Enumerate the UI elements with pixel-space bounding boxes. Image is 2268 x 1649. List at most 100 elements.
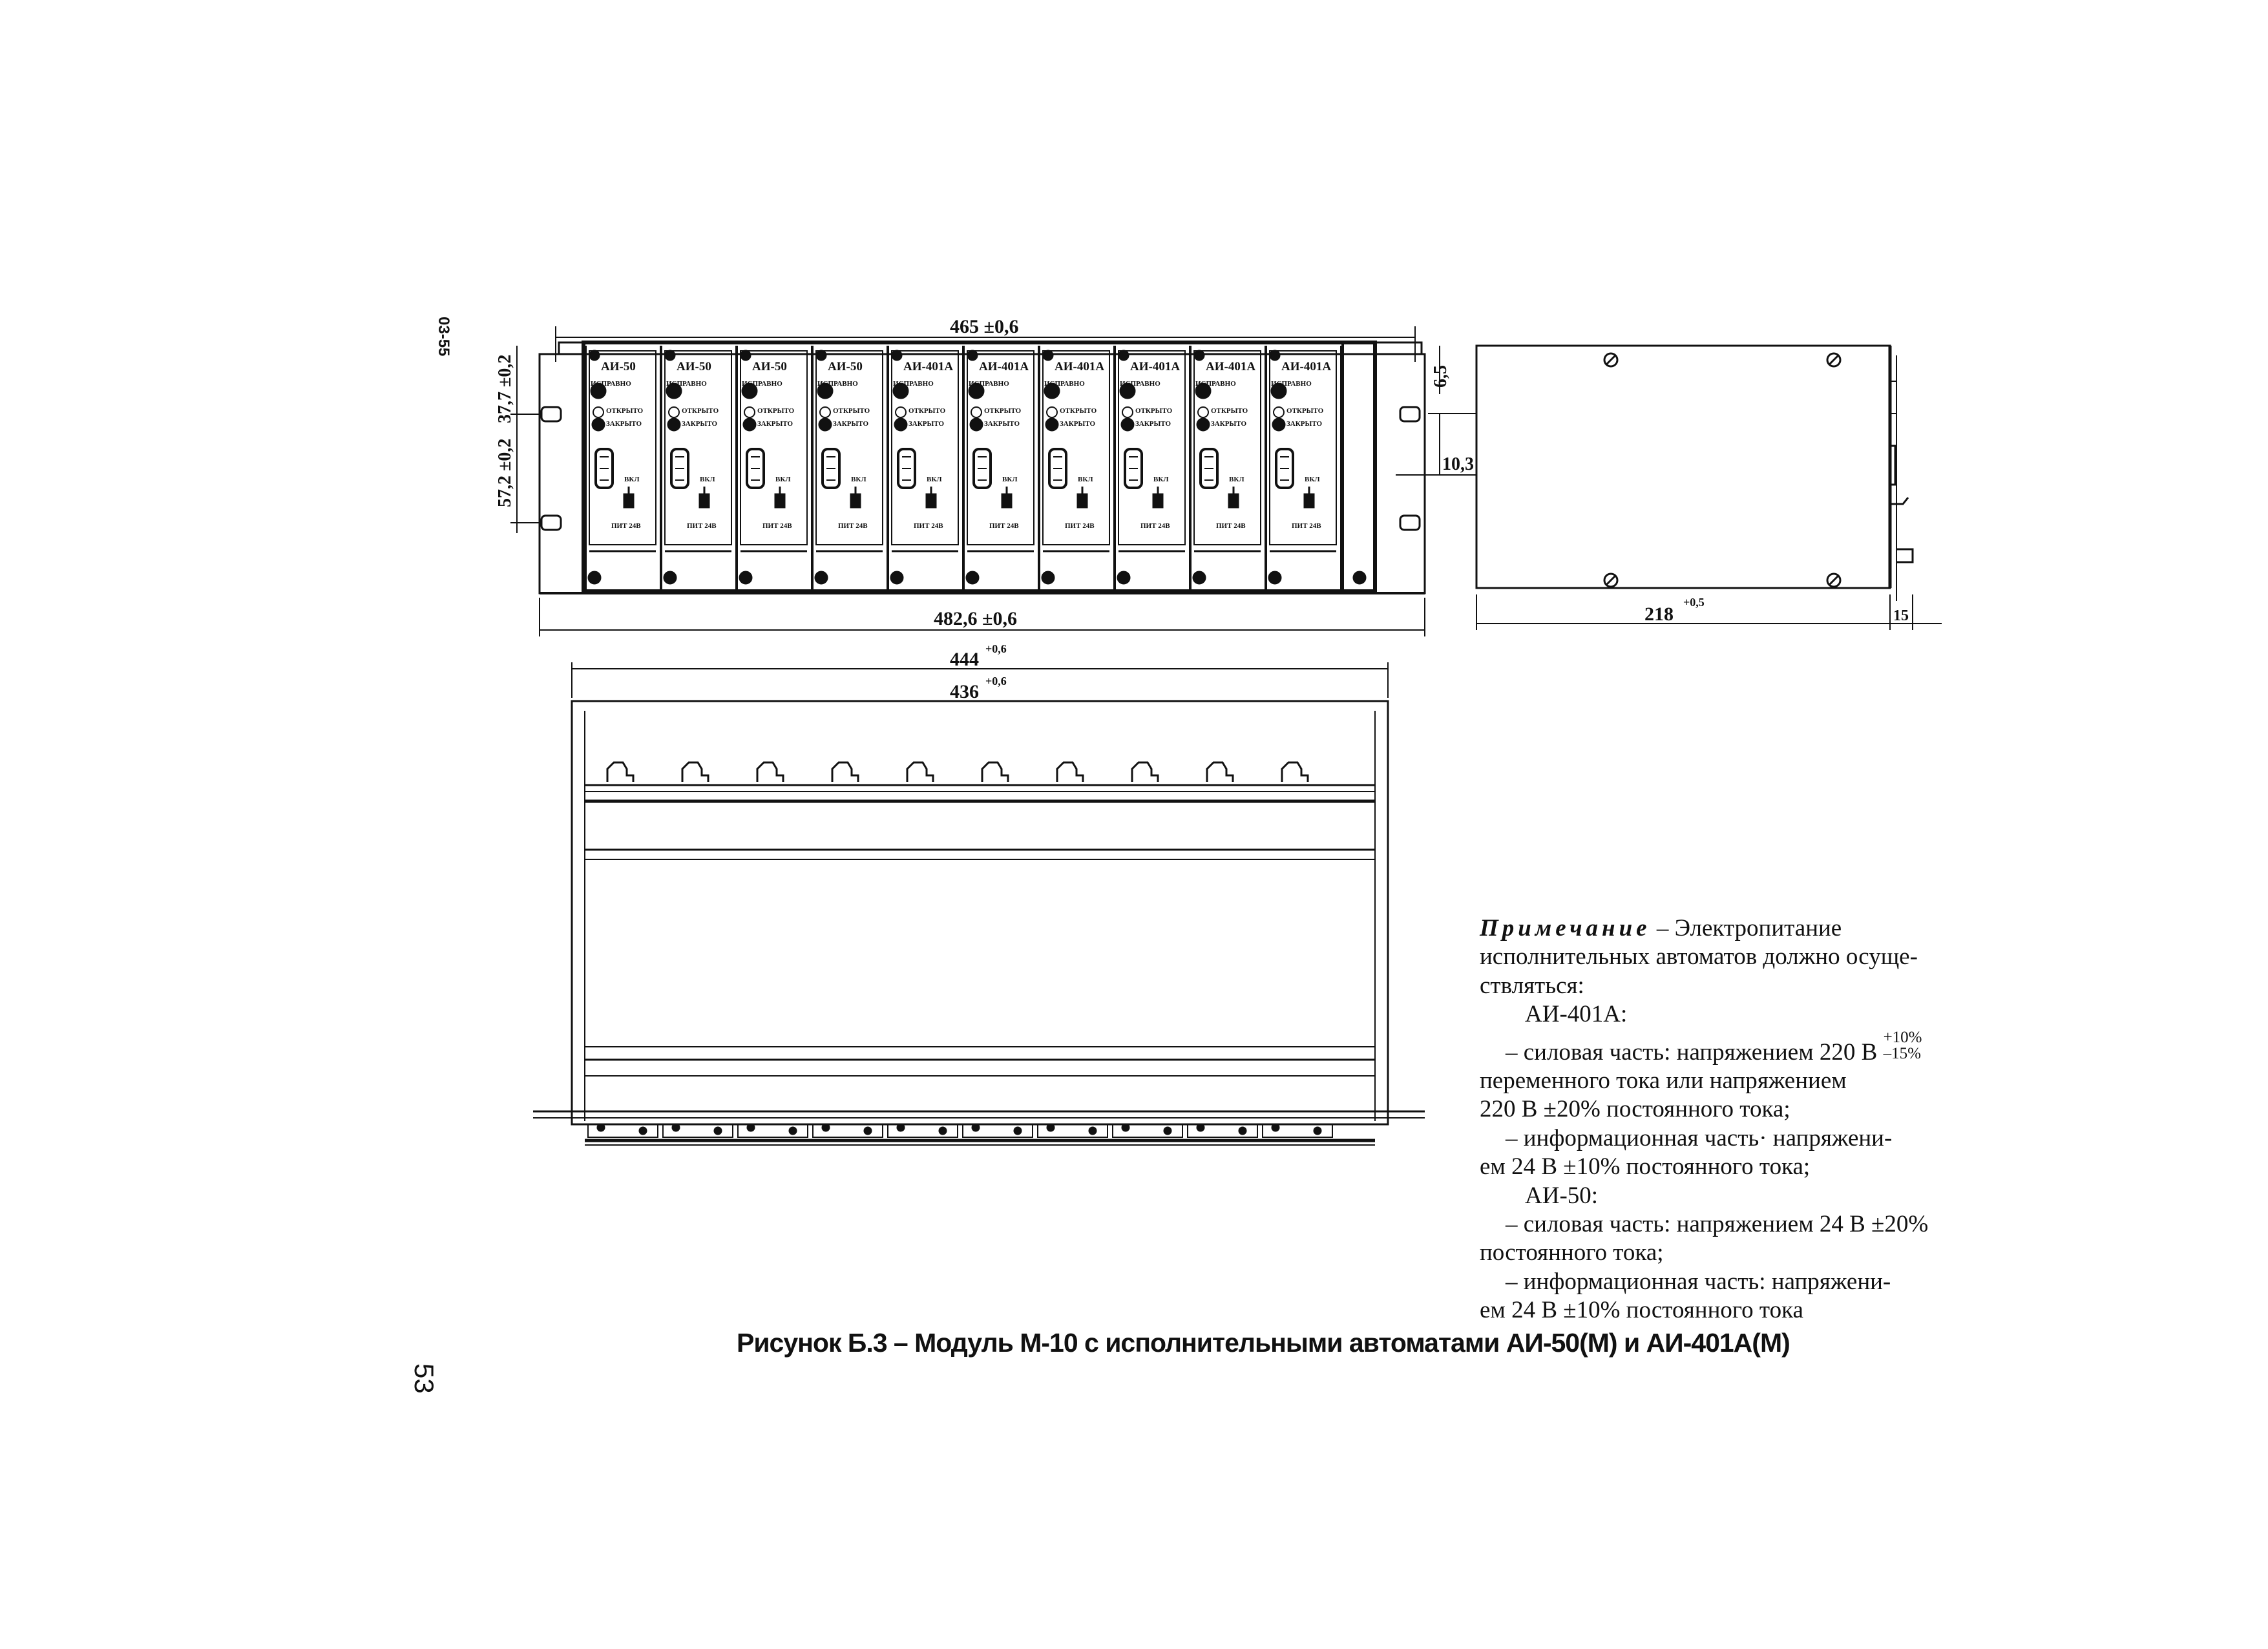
terminal-screw: [1121, 1123, 1130, 1132]
led-ok-label: ИСПРАВНО: [1271, 380, 1312, 388]
top-connector: [681, 761, 709, 782]
module-bottom-screw: [587, 571, 602, 585]
module-screw: [1042, 350, 1054, 361]
module-label: АИ-50: [828, 360, 863, 373]
module-bottom-screw: [1117, 571, 1131, 585]
tol-up: +10%: [1883, 1028, 1922, 1046]
top-connectors: [587, 761, 1333, 1138]
led-closed: [1196, 417, 1210, 432]
bottom-terminal: [1112, 1123, 1183, 1138]
connector-db: [821, 448, 841, 489]
note-ai401-power-line: – силовая часть: напряжением 220 В +10%–…: [1480, 1029, 1997, 1067]
connector-db: [972, 448, 992, 489]
terminal-screw: [896, 1123, 905, 1132]
note-intro-1: Электропитание: [1674, 915, 1842, 941]
top-connector: [981, 761, 1009, 782]
led-ok-label: ИСПРАВНО: [742, 380, 782, 388]
module-bottom-screw: [663, 571, 677, 585]
module-label: АИ-50: [677, 360, 711, 373]
terminal-block: [587, 1124, 658, 1138]
terminal-screw: [788, 1126, 797, 1135]
dim-top: 6,5: [1431, 365, 1451, 388]
dim-depth: 218: [1644, 604, 1674, 625]
bottom-terminal: [737, 1123, 808, 1138]
connector-tab: [831, 761, 859, 782]
terminal-screw: [1196, 1123, 1205, 1132]
type-label: ПИТ 24В: [914, 522, 943, 530]
connector-tab: [1131, 761, 1159, 782]
led-closed-label: ЗАКРЫТО: [1060, 420, 1095, 428]
led-ok: [1195, 383, 1212, 399]
note-intro-3: ствляться:: [1480, 972, 1584, 999]
connector-tab: [1281, 761, 1309, 782]
terminal-block: [1187, 1124, 1258, 1138]
terminal-screw: [1013, 1126, 1022, 1135]
module-screw: [1118, 350, 1129, 361]
power-label: ВКЛ: [1153, 476, 1169, 483]
module-bottom-screw: [814, 571, 828, 585]
top-connector: [756, 761, 784, 782]
module-label: АИ-401А: [979, 360, 1029, 373]
power-switch: [698, 493, 710, 509]
module-screw: [815, 350, 827, 361]
dim-w2: 436: [950, 681, 979, 702]
top-connector: [831, 761, 859, 782]
led-closed-label: ЗАКРЫТО: [682, 420, 717, 428]
terminal-block: [662, 1124, 733, 1138]
type-label: ПИТ 24В: [611, 522, 641, 530]
bottom-terminal: [587, 1123, 658, 1138]
top-connector: [906, 761, 934, 782]
power-label: ВКЛ: [851, 476, 866, 483]
led-open: [895, 406, 907, 418]
led-closed-label: ЗАКРЫТО: [1286, 420, 1322, 428]
module-bottom-screw: [1268, 571, 1282, 585]
note-ai401-power-1: – силовая часть: напряжением 220 В: [1506, 1038, 1878, 1066]
led-open: [1046, 406, 1058, 418]
note-ai50-power-2: постоянного тока;: [1480, 1239, 1664, 1266]
type-label: ПИТ 24В: [1140, 522, 1170, 530]
module-label: АИ-401А: [1206, 360, 1255, 373]
type-label: ПИТ 24В: [687, 522, 717, 530]
led-closed-label: ЗАКРЫТО: [833, 420, 868, 428]
power-label: ВКЛ: [927, 476, 942, 483]
note-ai50-info-1: – информационная часть: напряжени-: [1506, 1268, 1891, 1295]
led-ok-label: ИСПРАВНО: [817, 380, 858, 388]
led-open: [668, 406, 680, 418]
terminal-screw: [596, 1123, 605, 1132]
led-ok-label: ИСПРАВНО: [1120, 380, 1160, 388]
led-ok: [968, 383, 985, 399]
dim-depth-tol: +0,5: [1683, 596, 1705, 609]
connector-db: [670, 448, 689, 489]
power-label: ВКЛ: [1078, 476, 1093, 483]
led-ok: [892, 383, 909, 399]
top-connector: [1131, 761, 1159, 782]
power-label: ВКЛ: [624, 476, 640, 483]
module-panel: [664, 350, 732, 545]
connector-tab: [1056, 761, 1084, 782]
led-open: [1197, 406, 1209, 418]
terminal-screw: [863, 1126, 872, 1135]
module-label: АИ-401А: [1281, 360, 1331, 373]
connector-db: [594, 448, 614, 489]
page-number: 53: [409, 1363, 439, 1394]
note-ai401-power-2: переменного тока или напряжением: [1480, 1067, 1847, 1094]
power-label: ВКЛ: [1229, 476, 1244, 483]
power-switch: [850, 493, 861, 509]
led-ok: [590, 383, 607, 399]
bottom-terminal: [962, 1123, 1033, 1138]
led-open: [744, 406, 755, 418]
note-ai401-tol: +10%–15%: [1884, 1029, 1922, 1062]
connector-db: [1199, 448, 1219, 489]
dim-w2-tol: +0,6: [985, 675, 1007, 688]
module-panel: [815, 350, 883, 545]
led-ok-label: ИСПРАВНО: [1044, 380, 1085, 388]
power-label: ВКЛ: [775, 476, 791, 483]
module-screw: [1193, 350, 1205, 361]
dim-w1: 444: [950, 649, 979, 670]
module-screw: [664, 350, 676, 361]
led-ok: [817, 383, 834, 399]
module-screw: [891, 350, 903, 361]
frame-screw: [1352, 571, 1367, 585]
